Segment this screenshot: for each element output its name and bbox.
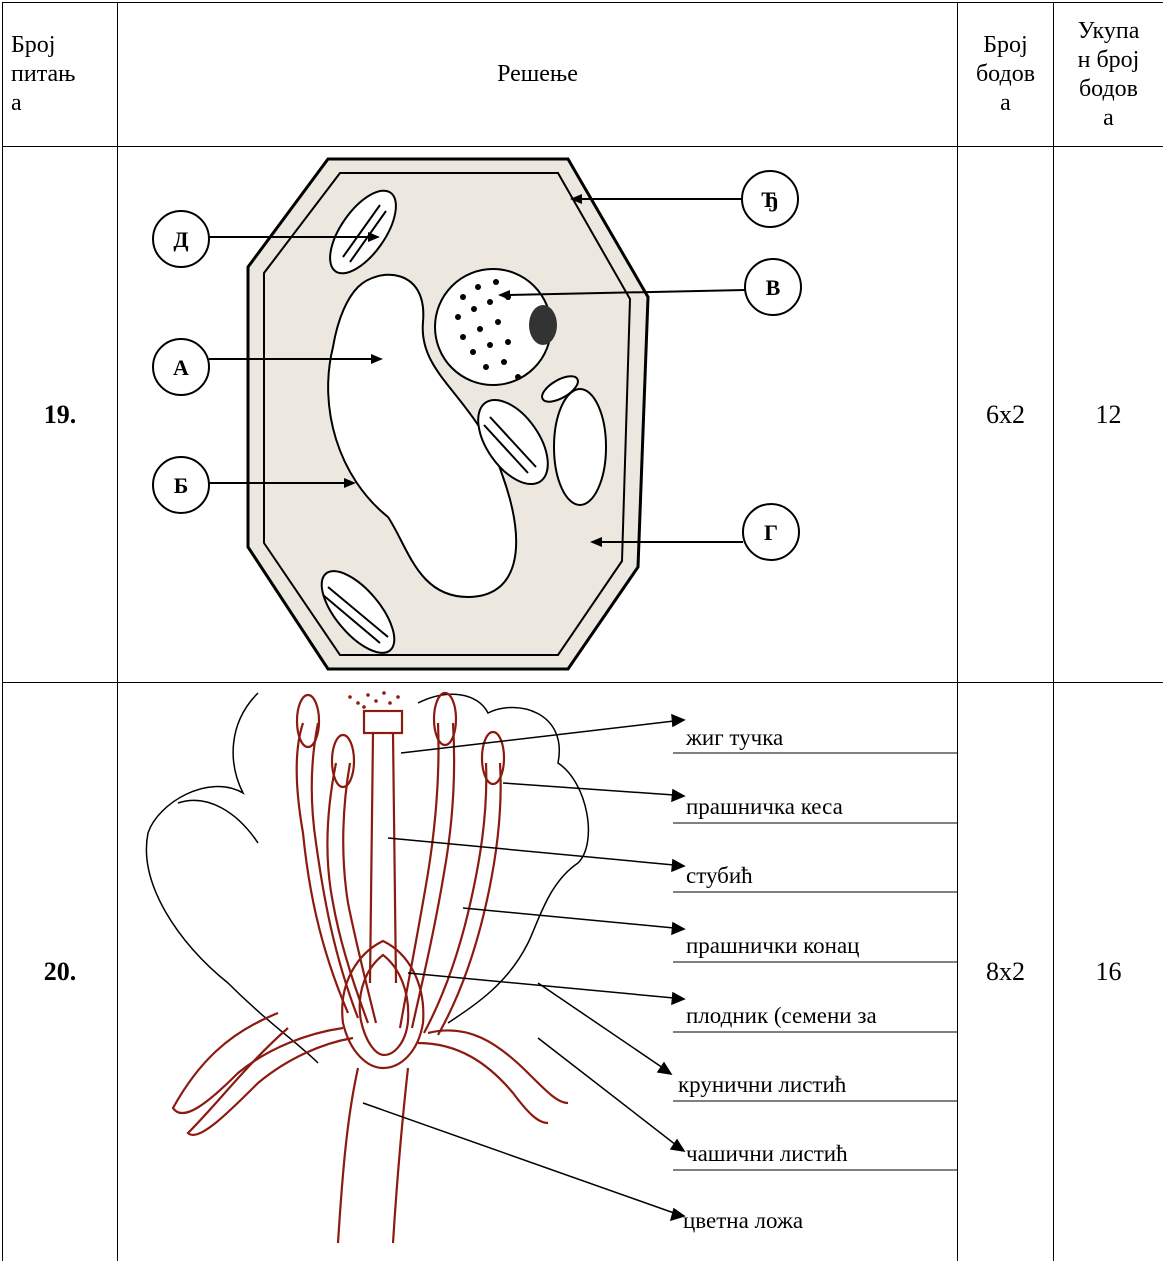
label-style: стубић xyxy=(686,863,753,888)
header-question-number-line: питањ xyxy=(11,60,75,89)
header-solution: Решење xyxy=(118,3,957,146)
header-total-points: Укупа н број бодов а xyxy=(1054,3,1163,146)
petals xyxy=(146,693,588,1063)
svg-text:Д: Д xyxy=(173,227,188,252)
question-number: 19. xyxy=(3,147,117,682)
header-question-number: Број питањ а xyxy=(3,3,117,146)
svg-text:А: А xyxy=(173,355,189,380)
header-points-line: Број xyxy=(976,31,1035,60)
header-total-line: а xyxy=(1078,104,1140,133)
plant-cell-diagram: Д А Б Ђ В Г xyxy=(118,147,957,682)
vesicle xyxy=(554,389,606,505)
header-question-number-line: Број xyxy=(11,31,75,60)
svg-text:В: В xyxy=(766,275,781,300)
header-points: Број бодов а xyxy=(958,3,1053,146)
header-total-line: Укупа xyxy=(1078,17,1140,46)
question-total: 16 xyxy=(1054,683,1163,1261)
header-points-line: а xyxy=(976,89,1035,118)
label-petal: крунични листић xyxy=(678,1072,847,1097)
pollen xyxy=(348,691,400,709)
header-total-line: н број xyxy=(1078,46,1140,75)
svg-text:Г: Г xyxy=(764,520,778,545)
question-number: 20. xyxy=(3,683,117,1261)
label-sepal: чашични листић xyxy=(686,1141,848,1166)
flower-label-list: жиг тучка прашничка кеса стубић прашничк… xyxy=(673,725,957,1233)
header-total-line: бодов xyxy=(1078,75,1140,104)
question-points: 8x2 xyxy=(958,683,1053,1261)
svg-text:Ђ: Ђ xyxy=(761,187,779,212)
flower-parts xyxy=(173,693,568,1243)
flower-diagram: жиг тучка прашничка кеса стубић прашничк… xyxy=(118,683,957,1261)
question-points: 6x2 xyxy=(958,147,1053,682)
label-stigma: жиг тучка xyxy=(685,725,783,750)
header-question-number-line: а xyxy=(11,89,75,118)
label-receptacle: цветна ложа xyxy=(683,1208,803,1233)
label-anther: прашничка кеса xyxy=(686,794,843,819)
header-points-line: бодов xyxy=(976,60,1035,89)
label-ovary: плодник (семени за xyxy=(686,1003,877,1028)
nucleolus xyxy=(529,305,557,345)
label-filament: прашнички конац xyxy=(686,933,859,958)
svg-text:Б: Б xyxy=(174,473,189,498)
question-total: 12 xyxy=(1054,147,1163,682)
